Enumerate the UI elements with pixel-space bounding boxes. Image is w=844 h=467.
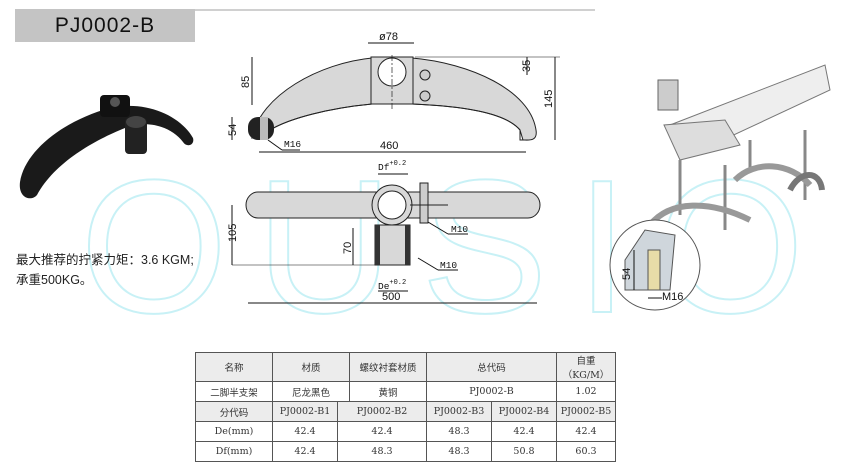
table-row: De(mm) 42.4 42.4 48.3 42.4 42.4 <box>195 421 616 442</box>
cell: 60.3 <box>556 441 616 462</box>
specification-table: 名称 材质 螺纹衬套材质 总代码 自重（KG/M） 二脚半支架 尼龙黑色 黄铜 … <box>195 352 616 462</box>
dim-460: 460 <box>380 140 398 152</box>
header-total-code: 总代码 <box>426 352 557 382</box>
header-weight: 自重（KG/M） <box>556 352 616 382</box>
header-material: 材质 <box>272 352 350 382</box>
de-label: De+0.2 <box>378 279 406 292</box>
cell: Df(mm) <box>195 441 273 462</box>
dim-35: 35 <box>521 60 533 72</box>
dim-500: 500 <box>382 291 400 303</box>
thread-m16-label: M16 <box>284 139 301 150</box>
table-header-row: 名称 材质 螺纹衬套材质 总代码 自重（KG/M） <box>195 352 616 382</box>
cell: PJ0002-B <box>426 381 557 402</box>
dim-diameter: ø78 <box>379 31 398 43</box>
header-rule <box>195 9 595 11</box>
cell: PJ0002-B1 <box>272 401 338 422</box>
cell: 50.8 <box>491 441 557 462</box>
torque-note: 最大推荐的拧紧力矩：3.6 KGM; <box>16 253 194 267</box>
bolt-m10-label-2: M10 <box>440 260 457 271</box>
df-label: Df+0.2 <box>378 160 406 173</box>
cell: PJ0002-B2 <box>337 401 427 422</box>
cell: 42.4 <box>556 421 616 442</box>
cell: PJ0002-B4 <box>491 401 557 422</box>
table-row: Df(mm) 42.4 48.3 48.3 50.8 60.3 <box>195 441 616 462</box>
cell: 42.4 <box>272 421 338 442</box>
cell: 42.4 <box>491 421 557 442</box>
conveyor-application-illustration: 54 M16 <box>609 64 831 311</box>
cell: 48.3 <box>426 421 492 442</box>
cell: 42.4 <box>272 441 338 462</box>
cell: PJ0002-B3 <box>426 401 492 422</box>
dim-85: 85 <box>240 76 252 88</box>
cell: 48.3 <box>337 441 427 462</box>
cell: 尼龙黑色 <box>272 381 350 402</box>
product-code-title: PJ0002-B <box>15 9 195 42</box>
detail-dim-54: 54 <box>621 268 633 280</box>
detail-thread-label: M16 <box>662 291 683 303</box>
product-photo <box>19 95 194 199</box>
cell: PJ0002-B5 <box>556 401 616 422</box>
specification-text: 最大推荐的拧紧力矩：3.6 KGM; 承重500KG。 <box>16 250 194 290</box>
watermark-text: OUSION <box>80 141 844 353</box>
bolt-m10-label-1: M10 <box>451 224 468 235</box>
dim-145: 145 <box>543 90 555 108</box>
cell: 42.4 <box>337 421 427 442</box>
dim-105: 105 <box>227 224 239 242</box>
dim-54: 54 <box>227 124 239 136</box>
header-name: 名称 <box>195 352 273 382</box>
load-note: 承重500KG。 <box>16 273 93 287</box>
table-row: 二脚半支架 尼龙黑色 黄铜 PJ0002-B 1.02 <box>195 381 616 402</box>
cell: 1.02 <box>556 381 616 402</box>
cell: De(mm) <box>195 421 273 442</box>
header-insert-material: 螺纹衬套材质 <box>349 352 427 382</box>
cell: 48.3 <box>426 441 492 462</box>
cell: 二脚半支架 <box>195 381 273 402</box>
dim-70: 70 <box>342 242 354 254</box>
side-view-drawing: ø78 85 35 145 54 460 M16 Df+0.2 De+0.2 1… <box>227 31 560 304</box>
table-subheader-row: 分代码 PJ0002-B1 PJ0002-B2 PJ0002-B3 PJ0002… <box>195 401 616 422</box>
cell: 黄铜 <box>349 381 427 402</box>
cell: 分代码 <box>195 401 273 422</box>
